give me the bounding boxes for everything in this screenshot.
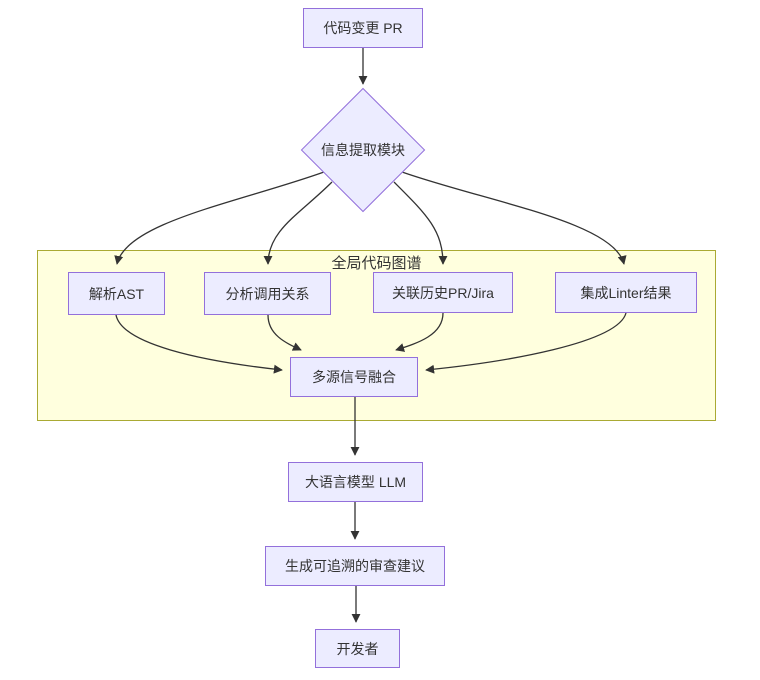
node-link-history-pr-jira: 关联历史PR/Jira	[373, 272, 513, 313]
node-label: 生成可追溯的审查建议	[285, 558, 425, 574]
node-label: 代码变更 PR	[323, 20, 403, 36]
node-analyze-call-relations: 分析调用关系	[204, 272, 331, 315]
subgraph-title: 全局代码图谱	[331, 255, 422, 272]
node-multi-source-signal-fusion: 多源信号融合	[290, 357, 418, 397]
node-label: 信息提取模块	[321, 142, 405, 158]
node-label: 关联历史PR/Jira	[392, 284, 494, 301]
node-parse-ast: 解析AST	[68, 272, 165, 315]
node-generate-traceable-review-suggestions: 生成可追溯的审查建议	[265, 546, 445, 586]
node-label: 解析AST	[88, 285, 145, 302]
node-integrate-linter-results: 集成Linter结果	[555, 272, 697, 313]
node-label: 大语言模型 LLM	[304, 474, 407, 490]
node-info-extract-module: 信息提取模块	[300, 87, 426, 213]
node-label: 开发者	[336, 640, 379, 657]
node-label: 多源信号融合	[312, 369, 396, 385]
node-developer: 开发者	[315, 629, 400, 668]
node-large-language-model: 大语言模型 LLM	[288, 462, 423, 502]
node-label: 分析调用关系	[225, 285, 310, 302]
node-code-change-pr: 代码变更 PR	[303, 8, 423, 48]
node-label: 集成Linter结果	[580, 284, 672, 301]
